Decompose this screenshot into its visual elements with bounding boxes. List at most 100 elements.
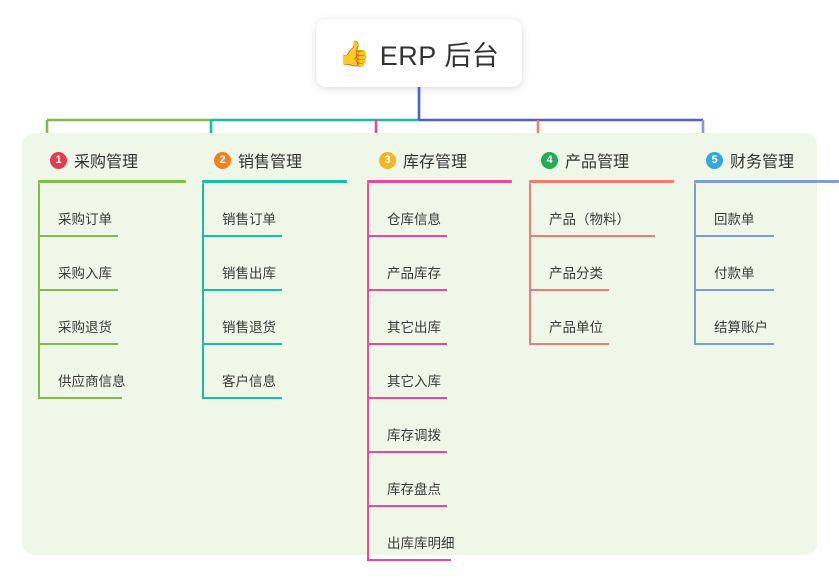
branch-header-1[interactable]: 1 采购管理 — [38, 145, 186, 175]
branch-header-2[interactable]: 2 销售管理 — [202, 145, 347, 175]
branch-header-3[interactable]: 3 库存管理 — [367, 145, 512, 175]
leaf-item-label: 产品分类 — [549, 266, 603, 281]
leaf-item-label: 客户信息 — [222, 374, 276, 389]
leaf-item[interactable]: 产品单位 — [529, 291, 674, 345]
branch-item-list-1: 采购订单采购入库采购退货供应商信息 — [38, 183, 186, 399]
leaf-item-rule — [202, 397, 282, 399]
leaf-item[interactable]: 库存盘点 — [367, 453, 512, 507]
leaf-item-label: 结算账户 — [714, 320, 768, 335]
leaf-item-rule — [367, 505, 447, 507]
leaf-item[interactable]: 采购订单 — [38, 183, 186, 237]
leaf-item[interactable]: 库存调拨 — [367, 399, 512, 453]
branch-badge-2: 2 — [214, 151, 231, 169]
leaf-item-label: 出库库明细 — [387, 536, 455, 551]
leaf-item-rule — [38, 289, 118, 291]
leaf-item-rule — [202, 235, 282, 237]
leaf-item[interactable]: 销售退货 — [202, 291, 347, 345]
branch-rule-5 — [694, 180, 839, 183]
leaf-item-label: 销售退货 — [222, 320, 276, 335]
leaf-item-label: 销售出库 — [222, 266, 276, 281]
leaf-item-label: 库存调拨 — [387, 428, 441, 443]
branch-title-4: 产品管理 — [565, 154, 630, 171]
branch-badge-4: 4 — [541, 151, 558, 169]
leaf-item[interactable]: 客户信息 — [202, 345, 347, 399]
branch-title-3: 库存管理 — [403, 154, 468, 171]
branch-badge-3: 3 — [379, 151, 396, 169]
branch-badge-1: 1 — [50, 151, 67, 169]
leaf-item-label: 采购入库 — [58, 266, 112, 281]
leaf-item-label: 产品单位 — [549, 320, 603, 335]
leaf-item[interactable]: 其它入库 — [367, 345, 512, 399]
leaf-item[interactable]: 销售订单 — [202, 183, 347, 237]
branch-column-1: 1 采购管理采购订单采购入库采购退货供应商信息 — [38, 145, 186, 399]
branch-title-5: 财务管理 — [730, 154, 795, 171]
branch-column-3: 3 库存管理仓库信息产品库存其它出库其它入库库存调拨库存盘点出库库明细 — [367, 145, 512, 561]
leaf-item-label: 销售订单 — [222, 212, 276, 227]
branch-item-list-4: 产品（物料） 产品分类产品单位 — [529, 183, 674, 345]
branch-rule-3 — [367, 180, 512, 183]
leaf-item-label: 产品（物料） — [549, 212, 630, 227]
leaf-item-rule — [529, 235, 655, 237]
leaf-item-label: 其它出库 — [387, 320, 441, 335]
leaf-item-rule — [202, 343, 282, 345]
branch-trunk-2 — [202, 183, 204, 399]
leaf-item-rule — [367, 289, 447, 291]
branch-badge-5: 5 — [706, 151, 723, 169]
leaf-item-rule — [38, 235, 118, 237]
leaf-item[interactable]: 销售出库 — [202, 237, 347, 291]
leaf-item-rule — [694, 289, 774, 291]
leaf-item-rule — [694, 235, 774, 237]
leaf-item-rule — [38, 397, 122, 399]
branch-title-2: 销售管理 — [238, 154, 303, 171]
leaf-item[interactable]: 结算账户 — [694, 291, 839, 345]
leaf-item-label: 供应商信息 — [58, 374, 126, 389]
leaf-item[interactable]: 产品（物料） — [529, 183, 674, 237]
leaf-item-label: 库存盘点 — [387, 482, 441, 497]
branch-trunk-4 — [529, 183, 531, 345]
leaf-item[interactable]: 产品库存 — [367, 237, 512, 291]
leaf-item-label: 采购退货 — [58, 320, 112, 335]
leaf-item-label: 采购订单 — [58, 212, 112, 227]
branch-header-5[interactable]: 5 财务管理 — [694, 145, 839, 175]
leaf-item-label: 回款单 — [714, 212, 755, 227]
leaf-item-rule — [694, 343, 774, 345]
leaf-item-rule — [202, 289, 282, 291]
leaf-item-rule — [38, 343, 118, 345]
branch-trunk-3 — [367, 183, 369, 561]
branch-item-list-5: 回款单付款单结算账户 — [694, 183, 839, 345]
branch-item-list-2: 销售订单销售出库销售退货客户信息 — [202, 183, 347, 399]
branch-header-4[interactable]: 4 产品管理 — [529, 145, 674, 175]
branch-trunk-5 — [694, 183, 696, 345]
leaf-item[interactable]: 其它出库 — [367, 291, 512, 345]
leaf-item[interactable]: 供应商信息 — [38, 345, 186, 399]
leaf-item-rule — [529, 343, 609, 345]
leaf-item[interactable]: 回款单 — [694, 183, 839, 237]
branch-item-list-3: 仓库信息产品库存其它出库其它入库库存调拨库存盘点出库库明细 — [367, 183, 512, 561]
leaf-item-rule — [367, 397, 447, 399]
leaf-item-label: 其它入库 — [387, 374, 441, 389]
leaf-item-rule — [367, 451, 447, 453]
branch-rule-1 — [38, 180, 186, 183]
thumbs-up-emoji: 👍 — [338, 39, 370, 68]
leaf-item[interactable]: 采购入库 — [38, 237, 186, 291]
branch-column-5: 5 财务管理回款单付款单结算账户 — [694, 145, 839, 345]
leaf-item[interactable]: 采购退货 — [38, 291, 186, 345]
branch-rule-4 — [529, 180, 674, 183]
leaf-item-label: 产品库存 — [387, 266, 441, 281]
leaf-item-rule — [367, 343, 447, 345]
leaf-item[interactable]: 产品分类 — [529, 237, 674, 291]
root-node-label: ERP 后台 — [379, 40, 500, 71]
branch-column-4: 4 产品管理产品（物料） 产品分类产品单位 — [529, 145, 674, 345]
leaf-item[interactable]: 仓库信息 — [367, 183, 512, 237]
branch-trunk-1 — [38, 183, 40, 399]
leaf-item-rule — [367, 235, 447, 237]
branch-title-1: 采购管理 — [74, 154, 139, 171]
branch-column-2: 2 销售管理销售订单销售出库销售退货客户信息 — [202, 145, 347, 399]
leaf-item-label: 付款单 — [714, 266, 755, 281]
leaf-item[interactable]: 付款单 — [694, 237, 839, 291]
leaf-item[interactable]: 出库库明细 — [367, 507, 512, 561]
leaf-item-label: 仓库信息 — [387, 212, 441, 227]
root-node[interactable]: 👍 ERP 后台 — [316, 19, 522, 87]
leaf-item-rule — [367, 559, 451, 561]
